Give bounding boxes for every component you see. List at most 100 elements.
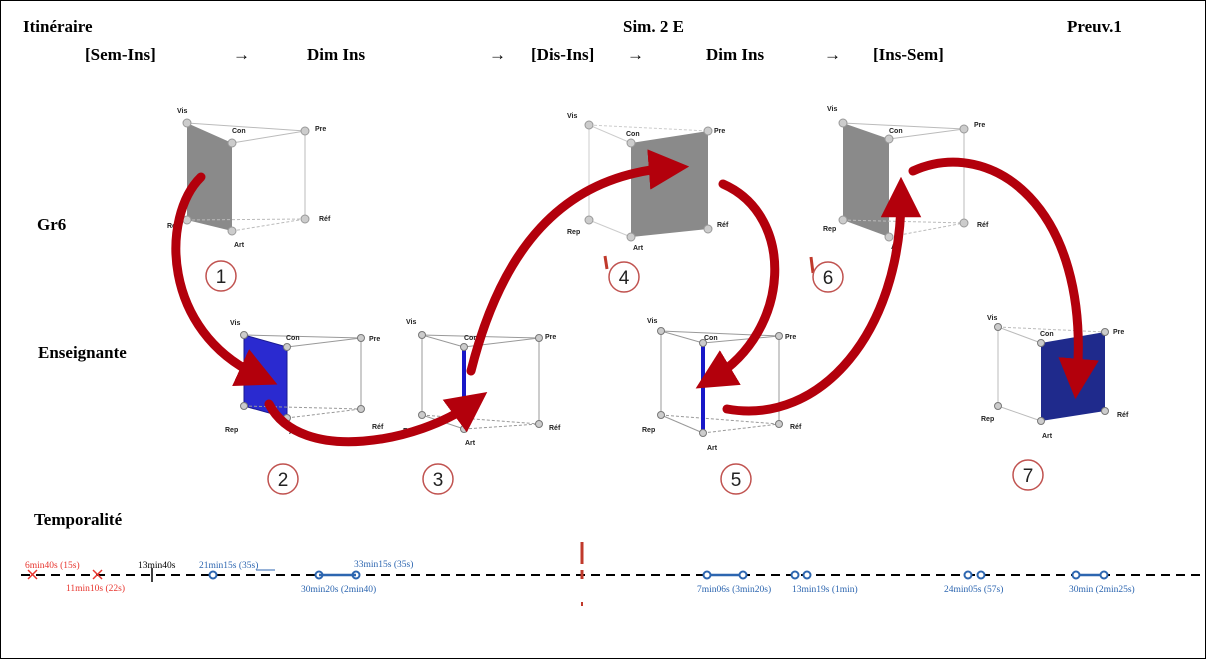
cube4-label-art: Art xyxy=(633,245,644,252)
time-label-13min19s: 13min19s (1min) xyxy=(792,584,858,595)
itinerary-label: Itinéraire xyxy=(23,17,93,36)
cube7-label-ref: Réf xyxy=(1117,412,1129,419)
cube6-label-pre: Pre xyxy=(974,122,985,129)
step-number-2: 2 xyxy=(278,470,289,491)
step-circle-7: 7 xyxy=(1012,459,1044,491)
cube2-label-con: Con xyxy=(286,335,300,342)
cube4-label-rep: Rep xyxy=(567,229,580,236)
path-step-dis-ins: [Dis-Ins] xyxy=(531,45,595,64)
time-label-30min20s: 30min20s (2min40) xyxy=(301,584,376,595)
transition-arrow-2-to-3 xyxy=(264,391,488,447)
step-number-3: 3 xyxy=(433,470,444,491)
time-label-7min06s: 7min06s (3min20s) xyxy=(697,584,771,595)
time-label-6min40s: 6min40s (15s) xyxy=(25,560,80,571)
path-step-dim-ins-2: Dim Ins xyxy=(706,45,765,64)
cube3-label-ref: Réf xyxy=(549,425,561,432)
marker-21min15 xyxy=(208,570,218,580)
path-step-sem-ins: [Sem-Ins] xyxy=(85,45,156,64)
row-label-teacher: Enseignante xyxy=(38,343,127,362)
cube4-label-ref: Réf xyxy=(717,222,729,229)
transition-arrow-1-to-2 xyxy=(171,172,278,386)
cube4-highlight-face xyxy=(631,131,708,237)
simulation-label: Sim. 2 E xyxy=(623,17,684,36)
marker-x-1 xyxy=(27,569,38,580)
path-step-dim-ins-1: Dim Ins xyxy=(307,45,366,64)
step6-marker xyxy=(809,256,815,274)
marker-interval-d-start xyxy=(963,570,973,580)
cube7-label-vis: Vis xyxy=(987,315,997,322)
cube3-label-vis: Vis xyxy=(406,319,416,326)
cube6-highlight-face xyxy=(843,123,889,237)
cube1-label-pre: Pre xyxy=(315,126,326,133)
cube6-label-con: Con xyxy=(889,128,903,135)
timeline: 6min40s (15s) 11min10s (22s) 13min40s 21… xyxy=(21,542,1203,606)
path-arrow-1: → xyxy=(233,45,250,64)
step-circle-6: 6 xyxy=(812,261,844,293)
step-number-1: 1 xyxy=(216,267,227,288)
cube6-label-ref: Réf xyxy=(977,222,989,229)
time-label-24min05s: 24min05s (57s) xyxy=(944,584,1003,595)
time-label-21min15s: 21min15s (35s) xyxy=(199,560,258,571)
path-arrow-2: → xyxy=(489,45,506,64)
cube-step-2: Vis Con Pre Rep Art Réf xyxy=(225,320,384,436)
cube4-label-con: Con xyxy=(626,131,640,138)
transition-arrow-6-to-7 xyxy=(908,157,1099,400)
marker-interval-b-end xyxy=(738,570,748,580)
cube6-label-rep: Rep xyxy=(823,226,836,233)
cube3-label-art: Art xyxy=(465,440,476,447)
cube3-label-con: Con xyxy=(464,335,478,342)
transition-arrow-5-to-6 xyxy=(722,176,922,416)
cube2-label-vis: Vis xyxy=(230,320,240,327)
cube-step-4: Vis Con Pre Rep Art Réf xyxy=(567,113,729,252)
proof-label: Preuv.1 xyxy=(1067,17,1122,36)
cube7-label-rep: Rep xyxy=(981,416,994,423)
cube7-label-con: Con xyxy=(1040,331,1054,338)
cube5-label-pre: Pre xyxy=(785,334,796,341)
step-circle-1: 1 xyxy=(205,260,237,292)
cube7-label-pre: Pre xyxy=(1113,329,1124,336)
marker-interval-b-start xyxy=(702,570,712,580)
step-number-6: 6 xyxy=(823,268,834,289)
cube1-label-art: Art xyxy=(234,242,245,249)
step4-marker xyxy=(603,255,609,270)
step-circle-4: 4 xyxy=(608,261,640,293)
time-label-33min15s: 33min15s (35s) xyxy=(354,559,413,570)
row-label-time: Temporalité xyxy=(34,510,123,529)
cube2-label-ref: Réf xyxy=(372,424,384,431)
cube5-label-con: Con xyxy=(704,335,718,342)
cube1-label-con: Con xyxy=(232,128,246,135)
cube-step-7: Vis Con Pre Rep Art Réf xyxy=(981,315,1129,440)
cube5-label-vis: Vis xyxy=(647,318,657,325)
path-step-ins-sem: [Ins-Sem] xyxy=(873,45,944,64)
cube-step-6: Vis Con Pre Rep Art Réf xyxy=(823,106,989,251)
marker-interval-d-end xyxy=(976,570,986,580)
cube5-label-art: Art xyxy=(707,445,718,452)
cube-step-5: Vis Con Pre Rep Art Réf xyxy=(642,318,802,452)
cube6-label-vis: Vis xyxy=(827,106,837,113)
step-circle-5: 5 xyxy=(720,463,752,495)
cube1-highlight-face xyxy=(187,123,232,231)
cube5-label-ref: Réf xyxy=(790,424,802,431)
row-label-group: Gr6 xyxy=(37,215,67,234)
cube7-label-art: Art xyxy=(1042,433,1053,440)
marker-interval-e-start xyxy=(1071,570,1081,580)
cube-step-1: Vis Con Pre Rep Art Réf xyxy=(167,108,331,249)
path-arrow-3: → xyxy=(627,45,644,64)
step-number-5: 5 xyxy=(731,470,742,491)
step-number-7: 7 xyxy=(1023,466,1034,487)
time-label-13min40s: 13min40s xyxy=(138,561,176,571)
cube1-label-vis: Vis xyxy=(177,108,187,115)
cube2-label-rep: Rep xyxy=(225,427,238,434)
cube4-label-pre: Pre xyxy=(714,128,725,135)
step-circle-3: 3 xyxy=(422,463,454,495)
cube5-label-rep: Rep xyxy=(642,427,655,434)
cube2-label-pre: Pre xyxy=(369,336,380,343)
cube1-label-ref: Réf xyxy=(319,216,331,223)
transition-arrow-4-to-5 xyxy=(695,179,780,389)
cube3-label-pre: Pre xyxy=(545,334,556,341)
step-circle-2: 2 xyxy=(267,463,299,495)
time-label-11min10s: 11min10s (22s) xyxy=(66,583,125,594)
marker-interval-c-end xyxy=(802,570,812,580)
